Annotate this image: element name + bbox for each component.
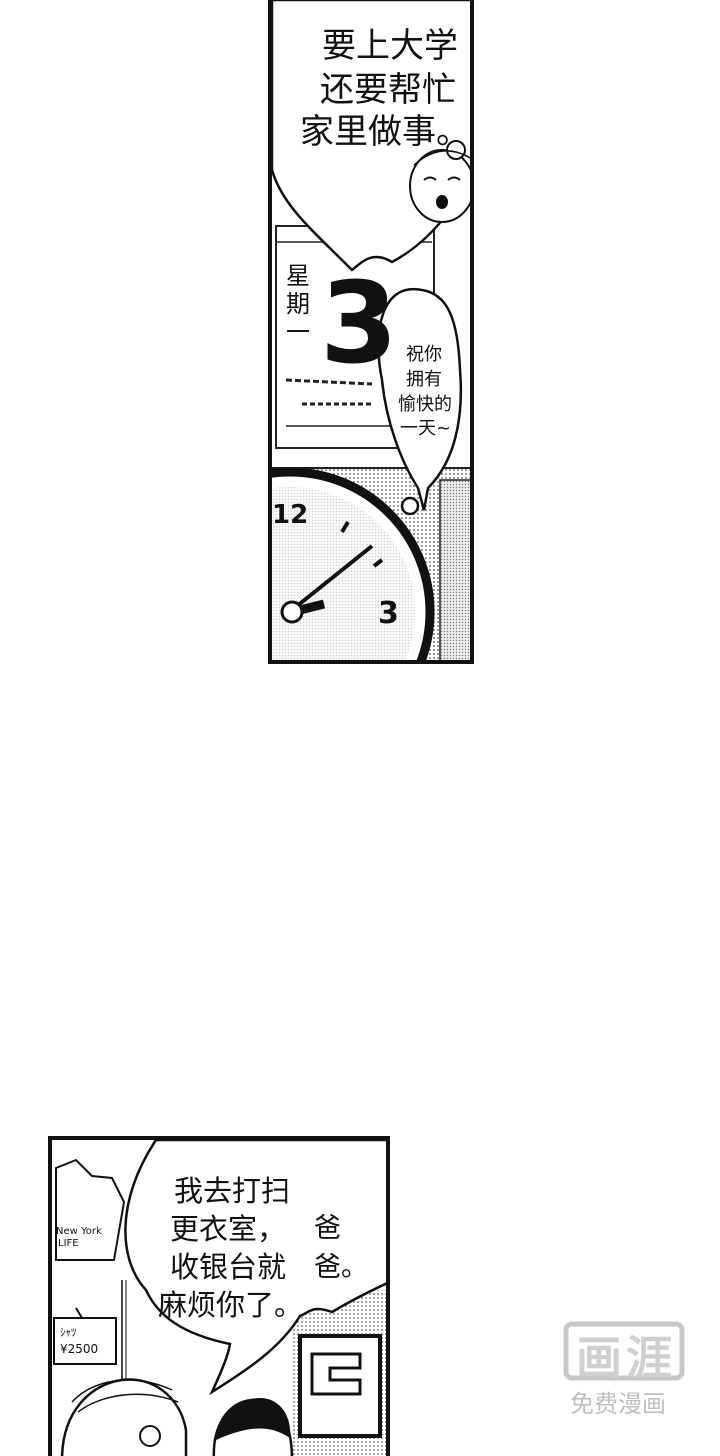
grandma-face xyxy=(409,140,470,223)
speech-2-line-4: 一天~ xyxy=(400,418,452,439)
speech-2-line-3: 愉快的 xyxy=(398,394,452,415)
panel-top-art xyxy=(272,0,470,660)
calendar-weekday-1: 星 xyxy=(286,262,310,290)
speech-1-line-1: 要上大学 xyxy=(322,26,458,66)
speech-2-line-1: 祝你 xyxy=(406,344,442,365)
speech-3-line-1: 我去打扫 xyxy=(174,1174,291,1208)
calendar-weekday-2: 期 xyxy=(286,290,310,318)
price-tag-line-2: ¥2500 xyxy=(60,1342,99,1356)
speech-3-line-2: 更衣室， xyxy=(170,1212,287,1246)
shirt-tag-line-2: LIFE xyxy=(58,1238,79,1249)
speech-1-line-3: 家里做事。 xyxy=(300,112,470,152)
shirt-tag-line-1: New York xyxy=(56,1226,102,1237)
speech-bubble-2 xyxy=(377,287,463,511)
watermark: 画涯 免费漫画 xyxy=(558,1318,690,1418)
hanging-shirt xyxy=(55,1158,126,1261)
speech-bubble-3 xyxy=(124,1140,386,1396)
panel-bottom-art xyxy=(52,1140,386,1456)
calendar-weekday-3: 一 xyxy=(286,318,310,346)
watermark-logo-text: 画涯 xyxy=(576,1331,676,1385)
speech-1-line-2: 还要帮忙 xyxy=(320,70,456,110)
clock-numeral-12: 12 xyxy=(272,500,309,530)
speech-3-line-4: 麻烦你了。 xyxy=(158,1288,304,1322)
price-tag-line-1: ｼｬﾂ xyxy=(60,1326,77,1339)
watermark-logo xyxy=(563,1321,685,1381)
father-figure xyxy=(60,1378,188,1456)
comic-panel-top: 要上大学 还要帮忙 家里做事。 星 期 一 3 祝你 拥有 愉快的 一天~ 12… xyxy=(268,0,474,664)
speech-3-side: 爸爸。 xyxy=(314,1213,368,1283)
calendar-day-number: 3 xyxy=(320,259,398,389)
comic-panel-bottom: 我去打扫 更衣室， 收银台就 麻烦你了。 爸爸。 New York LIFE ｼ… xyxy=(48,1136,390,1456)
speech-3-line-3: 收银台就 xyxy=(170,1250,287,1284)
watermark-sub-text: 免费漫画 xyxy=(570,1390,666,1418)
clock-numeral-3: 3 xyxy=(378,596,399,631)
speech-2-line-2: 拥有 xyxy=(406,369,442,390)
price-tag xyxy=(53,1317,117,1365)
